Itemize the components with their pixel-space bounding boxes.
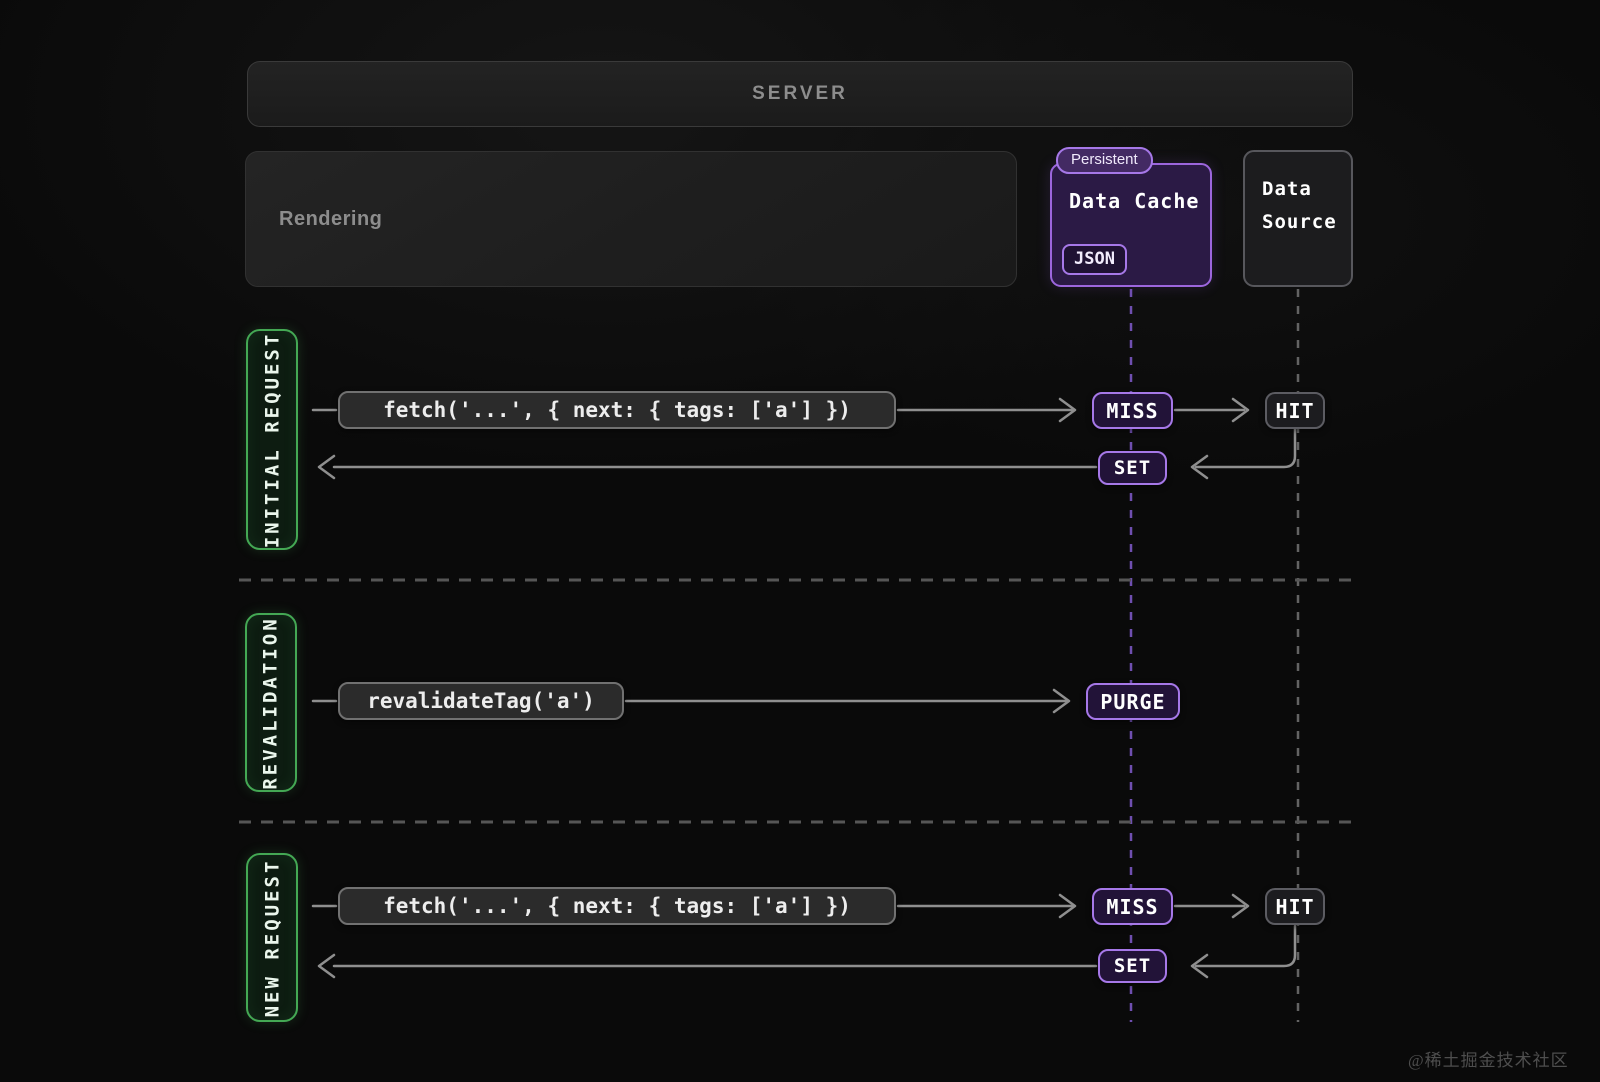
data-source-box: Data Source — [1243, 150, 1353, 287]
lane1-set-pill: SET — [1098, 451, 1167, 485]
lane1-return-bend-arrowhead — [1190, 454, 1209, 480]
server-bar: SERVER — [247, 61, 1353, 127]
lane1-return-bend — [1194, 427, 1297, 469]
lane3-return-bend — [1194, 924, 1297, 968]
lane3-fetch-pill: fetch('...', { next: { tags: ['a'] }) — [338, 887, 896, 925]
lane2-request-arrowhead — [1052, 688, 1071, 714]
lane1-miss-pill: MISS — [1092, 392, 1173, 429]
initial-request-label: INITIAL REQUEST — [261, 331, 283, 548]
revalidation-label: REVALIDATION — [260, 615, 282, 790]
lane-label-initial-request: INITIAL REQUEST — [246, 329, 298, 550]
lane3-return-arrowhead — [317, 953, 336, 979]
lane-label-new-request: NEW REQUEST — [246, 853, 298, 1022]
json-chip: JSON — [1062, 244, 1127, 275]
lane1-request-arrowhead — [1058, 397, 1077, 423]
lane3-arrows — [311, 893, 1297, 979]
lane3-return-bend-arrowhead — [1190, 953, 1209, 979]
lane1-fetch-pill: fetch('...', { next: { tags: ['a'] }) — [338, 391, 896, 429]
lane1-cache-to-source-arrowhead — [1231, 397, 1250, 423]
lane2-revalidatetag-pill: revalidateTag('a') — [338, 682, 624, 720]
rendering-box: Rendering — [245, 151, 1017, 287]
lane1-arrows — [311, 397, 1297, 480]
lane3-set-pill: SET — [1098, 949, 1167, 983]
lane1-return-arrowhead — [317, 454, 336, 480]
rendering-label: Rendering — [279, 207, 383, 230]
lane2-arrows — [311, 688, 1071, 714]
new-request-label: NEW REQUEST — [261, 858, 283, 1017]
lane3-miss-pill: MISS — [1092, 888, 1173, 925]
data-cache-box: Data Cache JSON — [1050, 163, 1212, 287]
watermark: @稀土掘金技术社区 — [1408, 1051, 1569, 1070]
lane3-cache-to-source-arrowhead — [1231, 893, 1250, 919]
server-label: SERVER — [752, 83, 848, 104]
lane-label-revalidation: REVALIDATION — [245, 613, 297, 792]
data-cache-title: Data Cache — [1069, 189, 1200, 213]
lane2-purge-pill: PURGE — [1086, 683, 1180, 720]
lane-separators — [239, 578, 1352, 824]
lane3-hit-pill: HIT — [1265, 888, 1325, 925]
lane3-request-arrowhead — [1058, 893, 1077, 919]
lane1-hit-pill: HIT — [1265, 392, 1325, 429]
persistent-badge: Persistent — [1056, 147, 1153, 174]
